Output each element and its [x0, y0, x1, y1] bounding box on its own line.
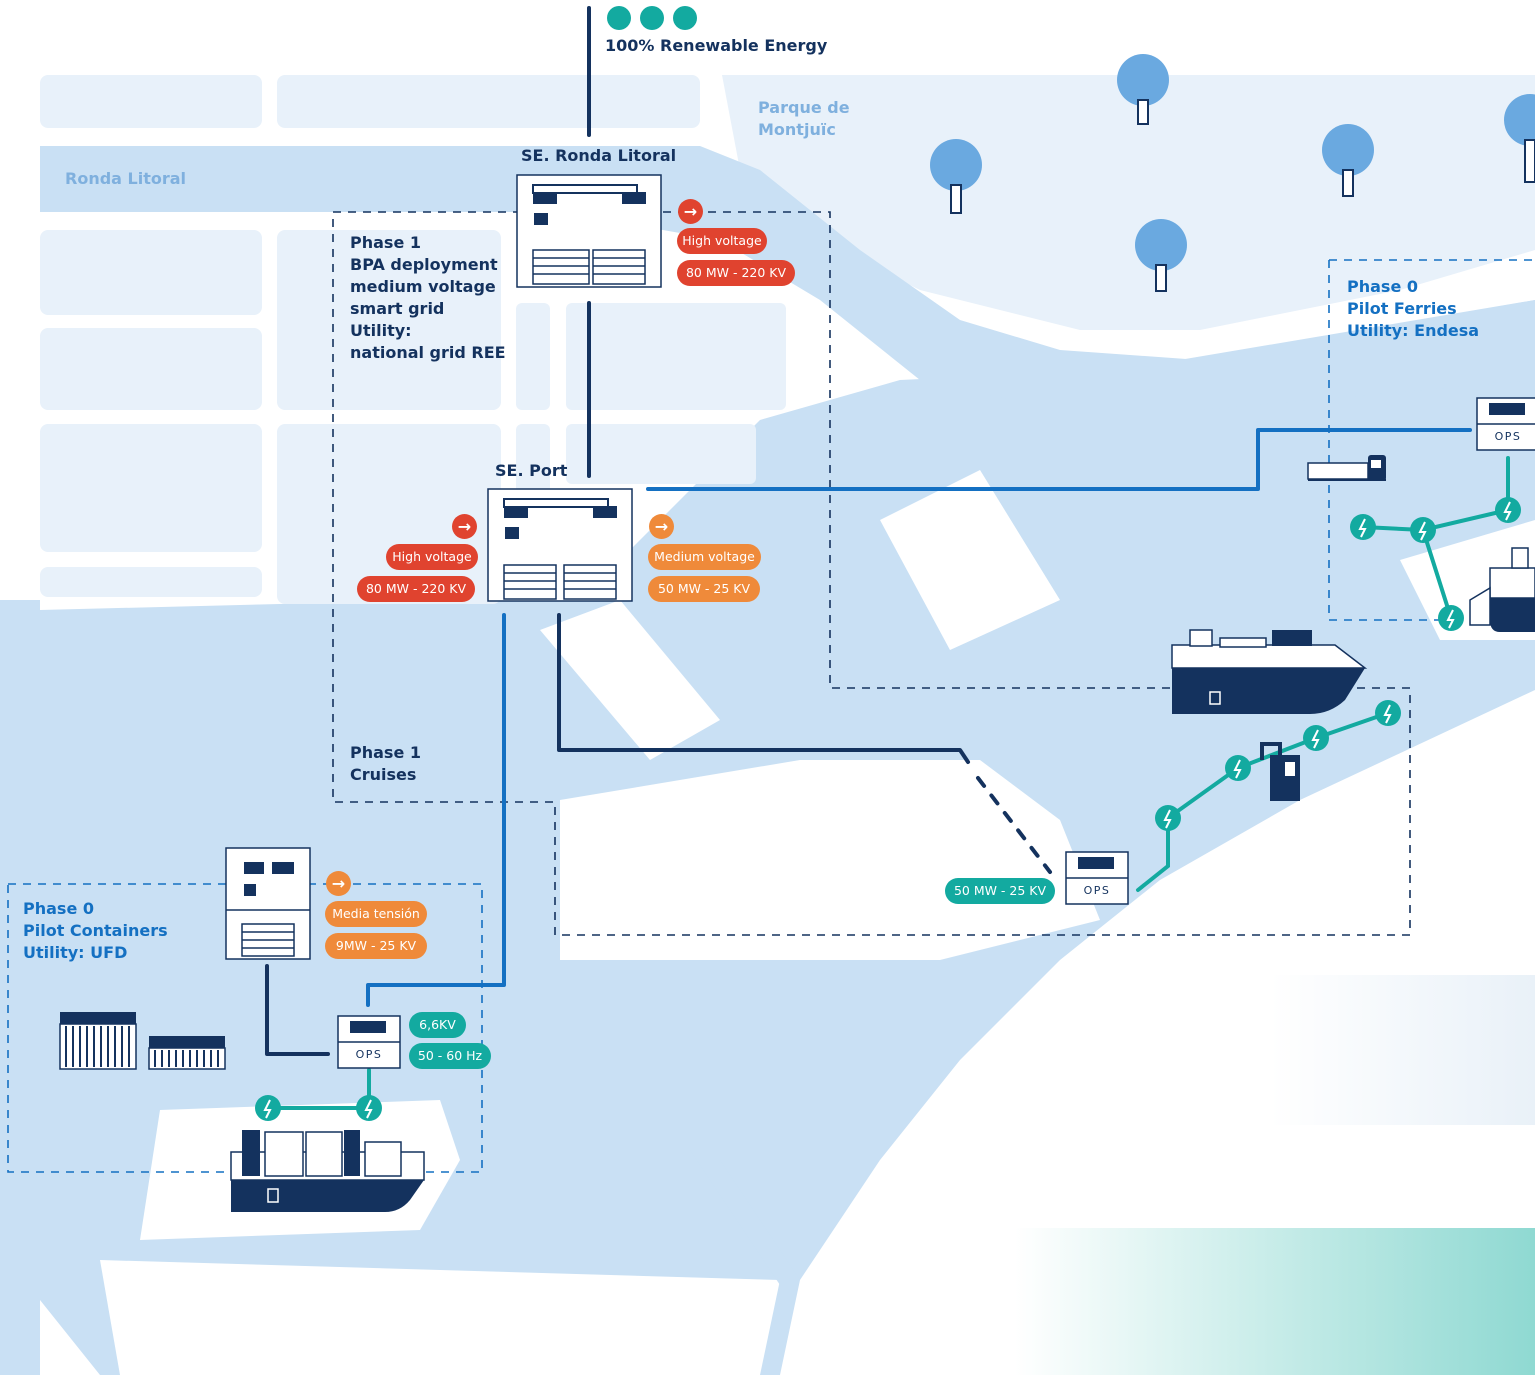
phase-label-line: Utility: Endesa	[1347, 321, 1480, 340]
tree-icon	[930, 139, 982, 214]
phase-label-line: BPA deployment	[350, 255, 498, 274]
ops-box-containers	[337, 1015, 401, 1069]
bolt-icon	[1225, 755, 1251, 781]
substation-port-title: SE. Port	[495, 461, 568, 480]
bolt-icon	[1303, 725, 1329, 751]
port-high-rating-badge: 80 MW - 220 KV	[357, 576, 475, 602]
parque-label-line2: Montjuïc	[758, 120, 836, 139]
ops-containers-frequency-badge: 50 - 60 Hz	[409, 1043, 491, 1069]
ronda-litoral-label: Ronda Litoral	[65, 169, 187, 188]
arrow-right-icon: →	[326, 871, 351, 896]
bolt-icon	[1350, 514, 1376, 540]
ferry-icon	[1469, 547, 1535, 632]
container-ship-icon	[230, 1130, 425, 1212]
containers-rating-badge: 9MW - 25 KV	[325, 933, 427, 959]
substation-port-building	[487, 488, 633, 602]
phase-label-line: national grid REE	[350, 343, 506, 362]
phase-label-line: Phase 0	[23, 899, 94, 918]
arrow-right-icon: →	[649, 514, 674, 539]
bolt-icon	[1495, 497, 1521, 523]
bolt-icon	[255, 1095, 281, 1121]
ops-containers-voltage-badge: 6,6KV	[409, 1012, 466, 1038]
tree-icon	[1135, 219, 1187, 292]
phase0-ferries-label: Phase 0 Pilot Ferries Utility: Endesa	[1347, 276, 1479, 342]
bolt-icon	[1155, 805, 1181, 831]
parque-label-line1: Parque de	[758, 98, 850, 117]
crane-icon	[1260, 742, 1300, 801]
trees	[930, 54, 1535, 292]
bolt-icon	[1438, 605, 1464, 631]
wind-icon	[640, 6, 664, 30]
power-lines	[265, 6, 1472, 1056]
phase-label-line: Pilot Ferries	[1347, 299, 1457, 318]
ronda-rating-badge: 80 MW - 220 KV	[677, 260, 795, 286]
port-medium-voltage-badge: Medium voltage	[648, 544, 761, 570]
truck-icon	[1307, 455, 1386, 481]
arrow-right-icon: →	[452, 514, 477, 539]
phase0-containers-label: Phase 0 Pilot Containers Utility: UFD	[23, 898, 168, 964]
ops-box-ferries	[1476, 397, 1535, 451]
substation-ronda-title: SE. Ronda Litoral	[521, 146, 677, 165]
leaf-icon	[673, 6, 697, 30]
cruise-ship-icon	[1171, 629, 1368, 714]
ops-cruises-label: OPS	[1083, 884, 1111, 897]
phase-label-line: Utility: UFD	[23, 943, 128, 962]
substation-containers-building	[225, 847, 311, 960]
phase-label-line: Phase 1	[350, 743, 421, 762]
pale-gradient-band	[1270, 975, 1535, 1125]
phase-label-line: medium voltage	[350, 277, 496, 296]
phase-label-line: Utility:	[350, 321, 412, 340]
phase1-grid-label: Phase 1 BPA deployment medium voltage sm…	[350, 232, 506, 364]
phase-label-line: Pilot Containers	[23, 921, 168, 940]
renewable-energy-label: 100% Renewable Energy	[605, 36, 828, 55]
tree-icon	[1322, 124, 1374, 197]
phase-label-line: smart grid	[350, 299, 445, 318]
ops-ferries-label: OPS	[1494, 430, 1522, 443]
tree-icon	[1504, 94, 1535, 183]
bolt-icon	[1410, 517, 1436, 543]
bolt-icon	[356, 1095, 382, 1121]
substation-ronda-building	[516, 174, 662, 288]
phase-boundaries	[7, 211, 1535, 1173]
arrow-right-icon: →	[678, 199, 703, 224]
port-high-voltage-badge: High voltage	[386, 544, 478, 570]
phase-label-line: Phase 0	[1347, 277, 1418, 296]
containers-voltage-badge: Media tensión	[325, 901, 427, 927]
port-medium-rating-badge: 50 MW - 25 KV	[648, 576, 760, 602]
ops-box-cruises	[1065, 851, 1129, 905]
phase-label-line: Phase 1	[350, 233, 421, 252]
tree-icon	[1117, 54, 1169, 125]
canal	[690, 1150, 800, 1285]
ops-containers-label: OPS	[355, 1048, 383, 1061]
ronda-voltage-badge: High voltage	[677, 228, 767, 254]
phase1-cruises-label: Phase 1 Cruises	[350, 742, 421, 786]
bolt-icon	[1375, 700, 1401, 726]
teal-gradient-band	[1015, 1228, 1535, 1375]
container-stacks	[59, 1012, 226, 1070]
phase-label-line: Cruises	[350, 765, 417, 784]
sun-icon	[607, 6, 631, 30]
charging-nodes	[255, 497, 1521, 1121]
ops-cruises-rating-badge: 50 MW - 25 KV	[945, 878, 1055, 904]
